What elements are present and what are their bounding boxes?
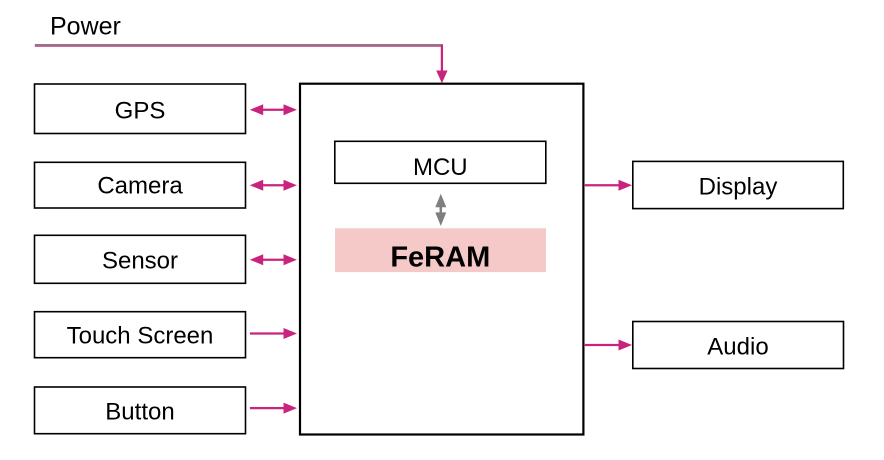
- svg-text:MCU: MCU: [413, 154, 468, 181]
- svg-text:Sensor: Sensor: [102, 247, 178, 274]
- svg-text:Touch Screen: Touch Screen: [67, 323, 214, 350]
- svg-text:FeRAM: FeRAM: [390, 242, 490, 274]
- svg-text:Button: Button: [105, 398, 174, 425]
- svg-text:Camera: Camera: [97, 173, 183, 200]
- svg-text:Audio: Audio: [707, 333, 768, 360]
- svg-text:Display: Display: [699, 173, 778, 200]
- svg-text:Power: Power: [50, 12, 121, 40]
- svg-text:GPS: GPS: [115, 98, 166, 125]
